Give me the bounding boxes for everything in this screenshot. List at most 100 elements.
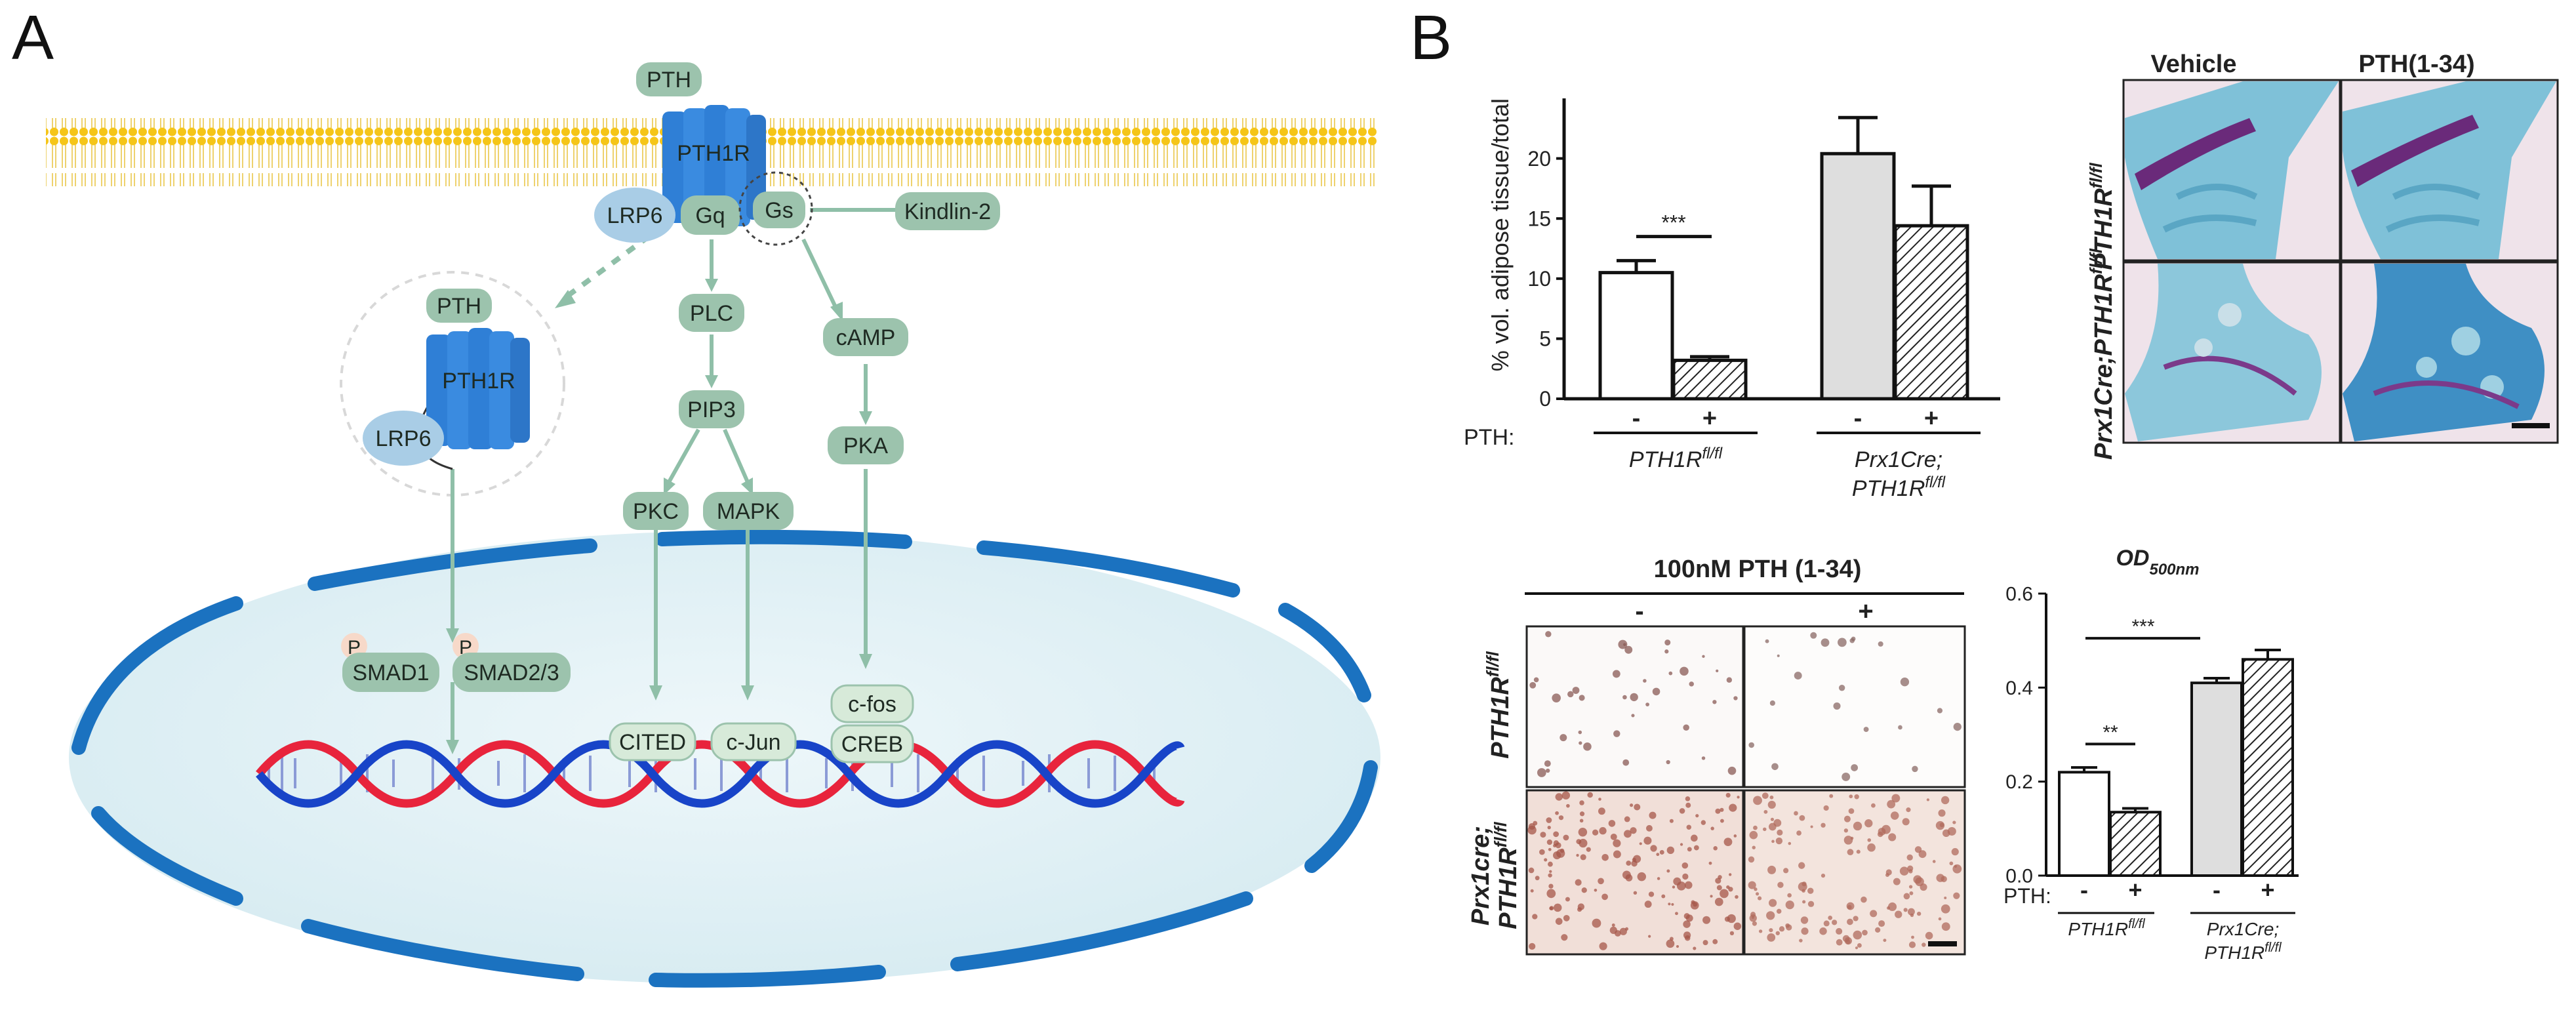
svg-text:CITED: CITED: [619, 730, 686, 755]
svg-text:LRP6: LRP6: [607, 203, 662, 228]
svg-text:CREB: CREB: [841, 732, 903, 757]
x-tick-label: -: [2213, 876, 2221, 903]
sig-label: ***: [2131, 616, 2154, 638]
micrograph-pth-pth1r: [2340, 79, 2559, 262]
receptor-top-label: PTH1R: [677, 141, 750, 166]
oil-red-prx1cre-plus: [1743, 789, 1966, 956]
panel-b-letter: B: [1410, 3, 1452, 73]
y-tick-label: 0: [1539, 387, 1551, 411]
chart1-group2-label-line1: Prx1Cre;: [1855, 447, 1942, 472]
node-kindlin2: Kindlin-2: [895, 192, 1000, 230]
node-creb: CREB: [830, 724, 914, 763]
bar: [2109, 811, 2162, 877]
chart1-pth-label: PTH:: [1464, 425, 1514, 450]
row-label-pth1r-bottom: PTH1Rfl/fl: [1483, 651, 1514, 758]
svg-text:PLC: PLC: [690, 301, 733, 326]
node-cited: CITED: [609, 722, 696, 761]
svg-text:LRP6: LRP6: [375, 426, 431, 451]
node-pka: PKA: [828, 426, 904, 464]
bar: [2242, 658, 2294, 877]
y-tick-label: 0.4: [2005, 678, 2033, 699]
x-tick-label: +: [1702, 405, 1717, 432]
x-tick-label: -: [2080, 876, 2088, 903]
node-camp: cAMP: [823, 318, 908, 356]
svg-text:SMAD1: SMAD1: [352, 660, 429, 685]
x-tick-label: +: [2128, 876, 2142, 903]
svg-text:c-fos: c-fos: [848, 692, 896, 717]
oil-red-pth1r-plus: [1743, 625, 1966, 788]
treatment-plus: +: [1858, 597, 1873, 626]
chart1-ylabel: % vol. adipose tissue/total: [1487, 98, 1514, 371]
scale-bar-top: [2512, 423, 2550, 428]
chart2-group1-label: PTH1Rfl/fl: [2068, 917, 2145, 939]
micrograph-grid-bottom: 100nM PTH (1-34) - + PTH1Rfl/fl Prx1cre;…: [1467, 556, 1966, 956]
bar: [1598, 271, 1674, 401]
pathway-arrows: [451, 208, 898, 741]
svg-text:PKC: PKC: [633, 499, 679, 524]
micrograph-pth-prx1cre: [2340, 261, 2559, 444]
node-cjun: c-Jun: [710, 722, 797, 761]
y-tick-label: 5: [1539, 327, 1551, 351]
bar: [1820, 152, 1896, 401]
node-pip3: PIP3: [679, 390, 744, 428]
col-header-vehicle: Vehicle: [2151, 51, 2237, 78]
row-label-prx1cre-bottom-line2: PTH1Rfl/fl: [1491, 821, 1522, 929]
node-mapk: MAPK: [703, 492, 794, 530]
bar: [2058, 771, 2110, 878]
y-tick-label: 15: [1527, 207, 1551, 230]
svg-text:PIP3: PIP3: [687, 397, 736, 422]
pth1r-receptor-left: [417, 328, 530, 470]
bar: [1672, 358, 1748, 401]
node-pth-left: PTH: [426, 289, 492, 323]
svg-text:c-Jun: c-Jun: [726, 730, 780, 755]
svg-text:PTH: PTH: [437, 294, 481, 319]
panel-a-letter: A: [12, 3, 54, 73]
x-tick-label: -: [1632, 405, 1641, 432]
arrow-heads: [446, 279, 872, 754]
sig-label: ***: [1661, 211, 1685, 235]
svg-text:cAMP: cAMP: [836, 325, 896, 350]
col-header-pth: PTH(1-34): [2358, 51, 2474, 78]
svg-text:Gq: Gq: [695, 203, 725, 228]
scale-bar-bottom: [1928, 941, 1957, 946]
oil-red-prx1cre-minus: [1525, 789, 1744, 956]
dna-helix: [256, 740, 1185, 808]
svg-text:Gs: Gs: [765, 198, 793, 223]
x-tick-label: -: [1854, 405, 1862, 432]
node-pkc: PKC: [623, 492, 689, 530]
node-lrp6-left: LRP6: [363, 411, 444, 466]
micrograph-vehicle-prx1cre: [2122, 261, 2341, 444]
treatment-header: 100nM PTH (1-34): [1654, 556, 1862, 583]
node-gs: Gs: [738, 171, 813, 246]
x-tick-label: +: [1924, 405, 1939, 432]
bar: [1893, 224, 1969, 401]
x-tick-label: +: [2261, 876, 2274, 903]
row-label-prx1cre: Prx1Cre;PTH1Rfl/fl: [2086, 248, 2118, 460]
nuclear-envelope: [71, 529, 1378, 988]
chart1-group2-label-line2: PTH1Rfl/fl: [1852, 474, 1946, 502]
oil-red-speckles: [1527, 631, 1962, 950]
treatment-minus: -: [1635, 597, 1643, 626]
svg-text:Kindlin-2: Kindlin-2: [904, 199, 991, 224]
node-smad1: SMAD1: [342, 653, 439, 692]
chart1-group1-label: PTH1Rfl/fl: [1629, 445, 1723, 473]
micrograph-grid-top: Vehicle PTH(1-34) PTH1Rfl/fl Prx1Cre;PTH…: [2086, 51, 2559, 460]
panel-a: A: [12, 3, 1380, 988]
svg-text:PTH: PTH: [647, 68, 691, 92]
y-tick-label: 0.6: [2005, 584, 2033, 605]
chart2-group2-label-line2: PTH1Rfl/fl: [2204, 941, 2282, 963]
panel-b: B % vol. adipose tissue/total PTH: PTH1R…: [1410, 3, 2559, 963]
sig-label: **: [2103, 721, 2118, 743]
bar: [2190, 681, 2243, 877]
y-tick-label: 0.2: [2005, 771, 2033, 793]
svg-text:MAPK: MAPK: [717, 499, 780, 524]
node-smad23: SMAD2/3: [453, 653, 571, 692]
od500-chart: OD500nm PTH: PTH1Rfl/fl Prx1Cre; PTH1Rfl…: [2003, 546, 2299, 963]
adipose-volume-chart: % vol. adipose tissue/total PTH: PTH1Rfl…: [1464, 98, 2000, 501]
chart2-group2-label-line1: Prx1Cre;: [2207, 919, 2279, 939]
y-tick-label: 20: [1527, 147, 1551, 171]
chart2-pth-label: PTH:: [2003, 884, 2051, 908]
node-gq: Gq: [681, 195, 740, 235]
y-tick-label: 0.0: [2005, 866, 2033, 887]
